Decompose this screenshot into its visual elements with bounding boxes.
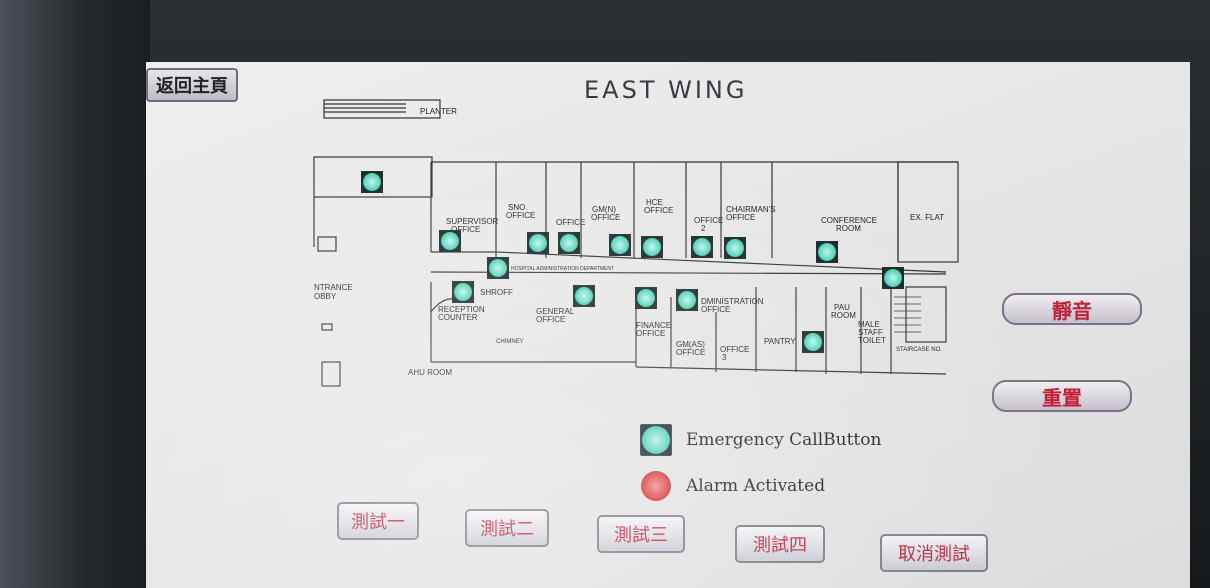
call-button[interactable] [527,232,549,254]
label-chairman-office: CHAIRMAN'S [726,205,776,214]
call-button[interactable] [439,230,461,252]
floor-plan: PLANTER SUPERVISOR OFFICE SNO OFFICE OFF… [313,99,959,387]
label-hospital-admin: HOSPITAL ADMINISTRATION DEPARTMENT [511,266,614,272]
call-button[interactable] [641,236,663,258]
cancel-test-button[interactable]: 取消測試 [880,534,988,572]
label-gm-n-office-2: OFFICE [591,213,620,222]
legend-emergency-label: Emergency CallButton [686,430,882,450]
call-button[interactable] [452,281,474,303]
label-office-3: OFFICE [720,345,749,354]
label-conference-room: CONFERENCE [821,216,877,225]
label-office-2-num: 2 [701,224,706,233]
alarm-activated-icon [640,470,672,502]
label-counter: COUNTER [438,313,478,322]
label-gm-n-office: GM(N) [592,205,616,214]
call-button[interactable] [573,285,595,307]
call-button[interactable] [882,267,904,289]
legend-alarm: Alarm Activated [640,470,825,502]
label-sno-office: SNO [508,203,525,212]
label-staircase: STAIRCASE NO. [896,347,942,353]
back-to-home-button[interactable]: 返回主頁 [146,68,238,102]
label-supervisor-office: SUPERVISOR [446,217,499,226]
label-office-2: OFFICE [694,216,723,225]
test-3-button[interactable]: 測試三 [597,515,685,553]
test-1-button[interactable]: 測試一 [337,502,419,540]
label-finance-office: FINANCE [636,321,671,330]
label-ahu-room: AHU ROOM [408,368,452,377]
call-button[interactable] [361,171,383,193]
label-pau-room: PAU [834,303,850,312]
label-supervisor-office-2: OFFICE [451,225,480,234]
call-button[interactable] [558,232,580,254]
label-lobby: OBBY [314,292,337,301]
label-entrance: NTRANCE [314,283,353,292]
label-administration: DMINISTRATION [701,297,764,306]
call-button[interactable] [487,257,509,279]
hmi-screen: 返回主頁 EAST WING [146,62,1190,588]
label-reception: RECEPTION [438,305,485,314]
reset-button[interactable]: 重置 [992,380,1132,412]
call-button[interactable] [676,289,698,311]
label-chairman-office-2: OFFICE [726,213,755,222]
label-pantry: PANTRY [764,337,796,346]
label-hce-office-2: OFFICE [644,206,673,215]
legend-alarm-label: Alarm Activated [686,476,826,496]
call-button[interactable] [691,236,713,258]
label-gm-as-office-2: OFFICE [676,348,705,357]
label-male-staff-toilet: MALE [858,320,880,329]
call-button[interactable] [635,287,657,309]
label-finance-office-2: OFFICE [636,329,665,338]
call-button[interactable] [724,237,746,259]
label-male-staff-toilet-3: TOILET [858,336,886,345]
test-4-button[interactable]: 測試四 [735,525,825,563]
call-button[interactable] [609,234,631,256]
page-title: EAST WING [584,76,748,104]
mute-button[interactable]: 靜音 [1002,293,1142,325]
label-general-office-2: OFFICE [536,315,565,324]
label-administration-2: OFFICE [701,305,730,314]
label-gm-as-office: GM(AS) [676,340,705,349]
label-planter: PLANTER [420,107,457,116]
label-pau-room-2: ROOM [831,311,856,320]
test-2-button[interactable]: 測試二 [465,509,549,547]
label-office: OFFICE [556,218,585,227]
label-ex-flat-roof: EX. FLAT [910,213,944,222]
legend-emergency: Emergency CallButton [640,424,881,456]
label-conference-room-2: ROOM [836,224,861,233]
label-office-3-num: 3 [722,353,727,362]
label-sno-office-2: OFFICE [506,211,535,220]
label-general-office: GENERAL [536,307,575,316]
label-male-staff-toilet-2: STAFF [858,328,883,337]
call-button[interactable] [802,331,824,353]
label-hce-office: HCE [646,198,663,207]
emergency-call-icon [640,424,672,456]
bezel-left-edge [0,0,150,588]
call-button[interactable] [816,241,838,263]
label-chimney: CHIMNEY [496,339,524,345]
label-shroff: SHROFF [480,288,513,297]
